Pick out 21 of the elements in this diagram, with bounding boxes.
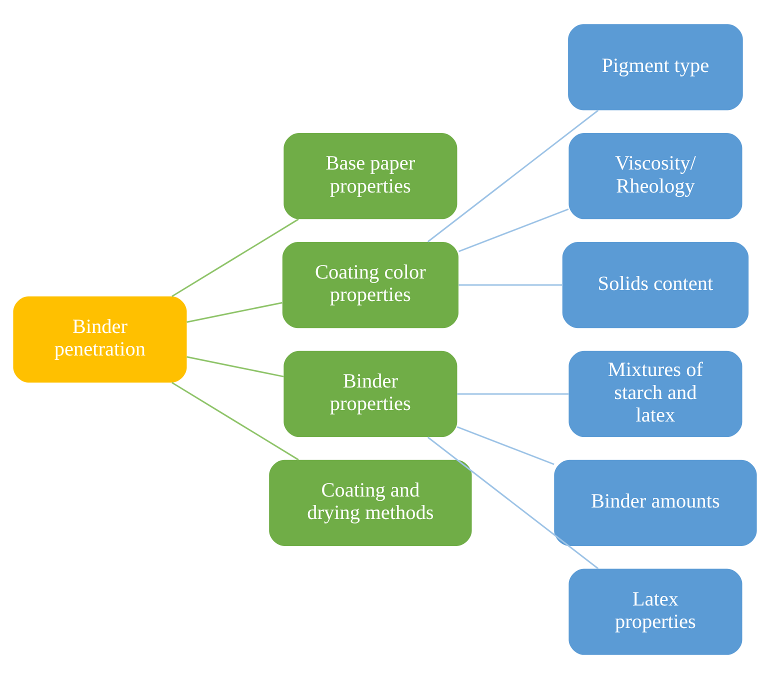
connector: [186, 356, 284, 378]
node-box: Binder amounts: [554, 460, 757, 546]
node-box: Binder properties: [284, 350, 458, 438]
node-box: Binder penetration: [13, 296, 187, 383]
connector: [186, 302, 282, 323]
connector: [457, 393, 568, 395]
node-box: Coating color properties: [282, 242, 458, 328]
connector: [427, 110, 599, 242]
node-box: Pigment type: [568, 24, 743, 110]
connector: [427, 436, 599, 570]
connector: [172, 218, 299, 297]
node-box: Base paper properties: [284, 133, 458, 220]
node-box: Viscosity/ Rheology: [568, 133, 742, 220]
connector: [458, 284, 562, 286]
connector: [458, 208, 569, 252]
node-box: Solids content: [562, 242, 749, 328]
connector: [456, 426, 554, 466]
node-box: Coating and drying methods: [269, 460, 472, 546]
node-box: Mixtures of starch and latex: [568, 350, 742, 438]
connector: [172, 382, 299, 460]
node-box: Latex properties: [568, 568, 742, 655]
